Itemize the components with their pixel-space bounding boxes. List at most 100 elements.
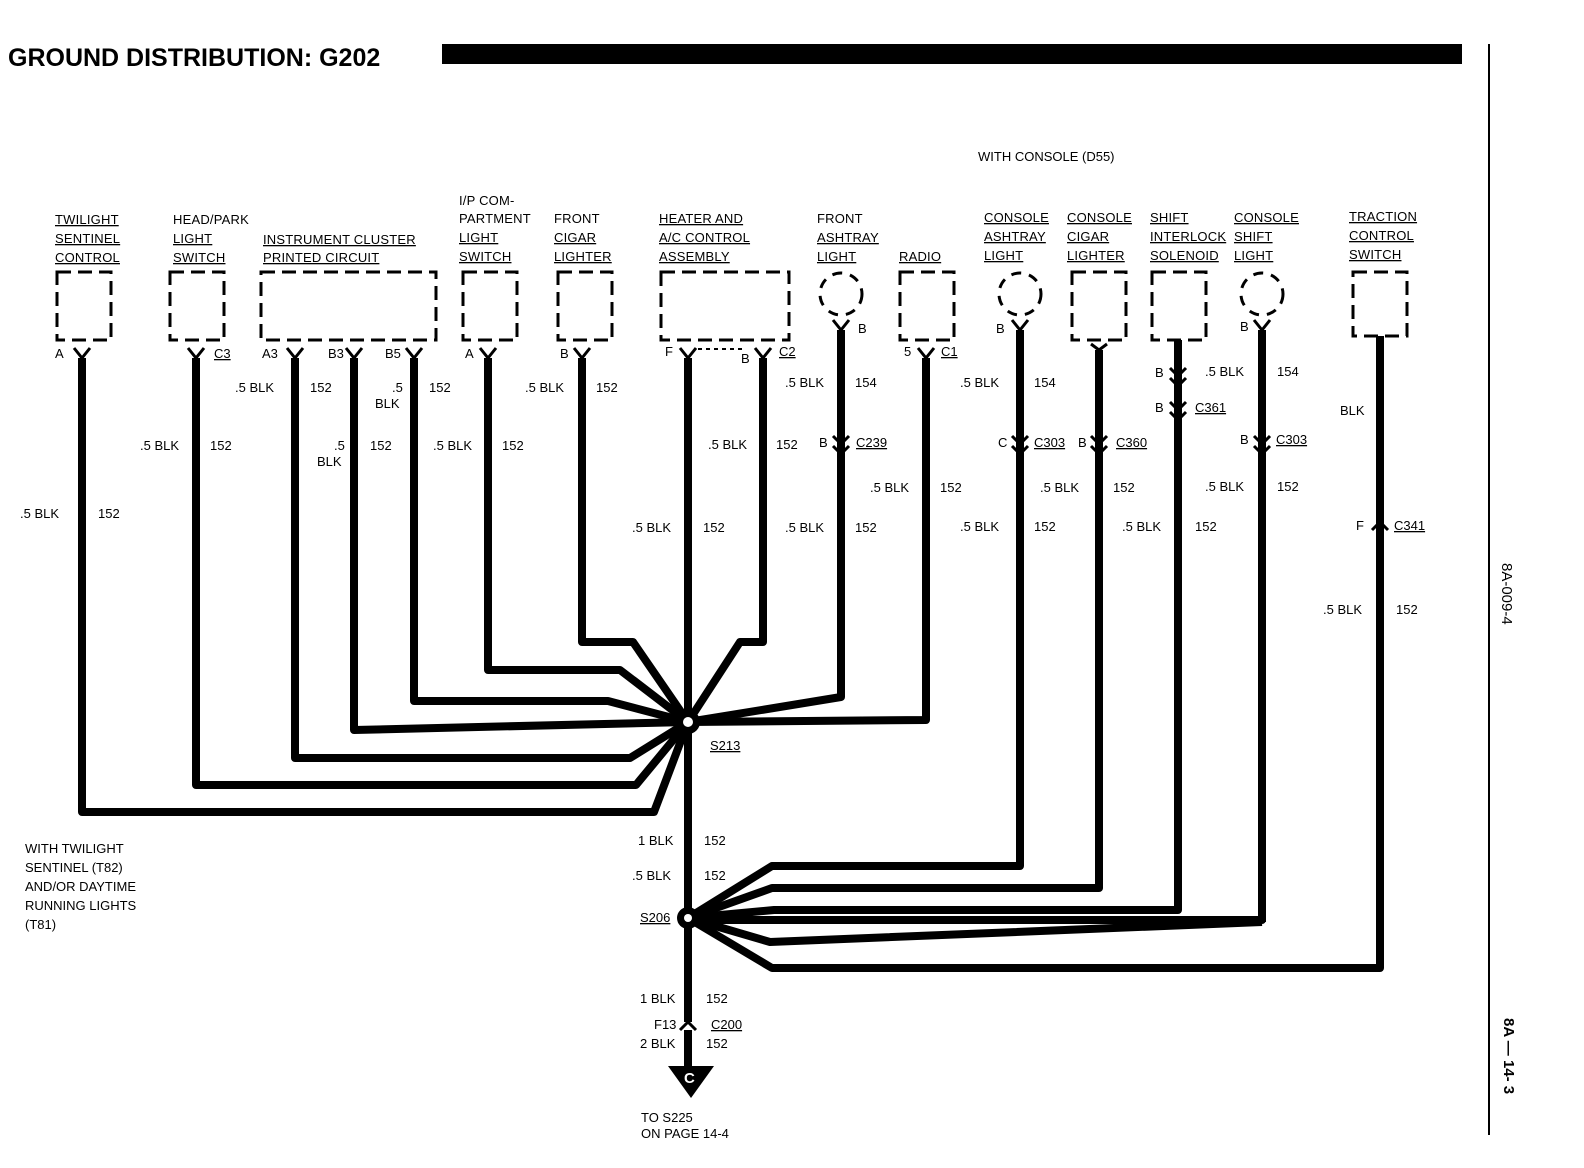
svg-text:152: 152 [776,437,798,452]
svg-text:A/C CONTROL: A/C CONTROL [659,230,750,245]
svg-text:WITH TWILIGHT: WITH TWILIGHT [25,841,124,856]
svg-text:152: 152 [1034,519,1056,534]
svg-text:CONSOLE: CONSOLE [1234,210,1299,225]
label-front-cigar-lighter: FRONT CIGAR LIGHTER [554,211,612,264]
svg-text:PRINTED CIRCUIT: PRINTED CIRCUIT [263,250,379,265]
side-code: 8A-009-4 [1498,563,1515,625]
label-console-shift-light: CONSOLE SHIFT LIGHT [1234,210,1299,263]
svg-text:(T81): (T81) [25,917,56,932]
svg-text:B: B [1155,365,1164,380]
svg-text:CONTROL: CONTROL [1349,228,1414,243]
svg-text:152: 152 [502,438,524,453]
page-number: 8A — 14- 3 [1500,1018,1517,1094]
svg-text:152: 152 [704,868,726,883]
svg-text:SENTINEL: SENTINEL [55,231,120,246]
svg-text:.5 BLK: .5 BLK [785,520,824,535]
svg-text:BLK: BLK [1340,403,1365,418]
svg-text:B: B [819,435,828,450]
svg-text:152: 152 [1277,479,1299,494]
svg-text:CONSOLE: CONSOLE [1067,210,1132,225]
svg-text:B: B [858,321,867,336]
svg-text:152: 152 [1396,602,1418,617]
svg-text:C303: C303 [1276,432,1307,447]
svg-text:RADIO: RADIO [899,249,941,264]
label-heater-ac-control: HEATER AND A/C CONTROL ASSEMBLY [659,211,750,264]
svg-text:BLK: BLK [375,396,400,411]
svg-text:C: C [998,435,1007,450]
pin-labels: A C3 A3 B3 B5 A B F B C2 B 5 C1 B B [55,319,1249,366]
svg-text:.5 BLK: .5 BLK [140,438,179,453]
label-console-ashtray-light: CONSOLE ASHTRAY LIGHT [984,210,1049,263]
svg-text:FRONT: FRONT [554,211,600,226]
s206-label: S206 [640,910,670,925]
svg-text:INSTRUMENT CLUSTER: INSTRUMENT CLUSTER [263,232,416,247]
svg-text:A3: A3 [262,346,278,361]
svg-text:AND/OR DAYTIME: AND/OR DAYTIME [25,879,136,894]
svg-text:152: 152 [940,480,962,495]
s213-label: S213 [710,738,740,753]
svg-text:LIGHT: LIGHT [817,249,856,264]
svg-text:F: F [1356,518,1364,533]
console-note: WITH CONSOLE (D55) [978,149,1115,164]
svg-text:B: B [1240,319,1249,334]
svg-text:C1: C1 [941,344,958,359]
svg-text:152: 152 [855,520,877,535]
svg-text:LIGHT: LIGHT [459,230,498,245]
svg-text:.5 BLK: .5 BLK [1122,519,1161,534]
svg-text:2 BLK: 2 BLK [640,1036,676,1051]
svg-text:RUNNING LIGHTS: RUNNING LIGHTS [25,898,137,913]
svg-text:.5 BLK: .5 BLK [1205,479,1244,494]
svg-text:152: 152 [596,380,618,395]
instrument-cluster-box [259,270,438,342]
label-ip-compartment-light-switch: I/P COM- PARTMENT LIGHT SWITCH [459,193,531,264]
svg-text:.5 BLK: .5 BLK [235,380,274,395]
svg-text:LIGHTER: LIGHTER [554,249,612,264]
svg-text:.5 BLK: .5 BLK [960,375,999,390]
svg-text:PARTMENT: PARTMENT [459,211,531,226]
svg-text:154: 154 [855,375,877,390]
svg-text:.5 BLK: .5 BLK [632,868,671,883]
svg-text:BLK: BLK [317,454,342,469]
svg-text:1 BLK: 1 BLK [638,833,674,848]
svg-text:B: B [1155,400,1164,415]
svg-text:.5 BLK: .5 BLK [525,380,564,395]
svg-text:.5 BLK: .5 BLK [708,437,747,452]
connector-labels: B C239 C C303 B C360 B B C361 B C303 F C… [654,365,1425,1032]
svg-text:.5 BLK: .5 BLK [20,506,59,521]
head-park-switch-box [168,270,226,342]
svg-text:LIGHT: LIGHT [173,231,212,246]
svg-text:152: 152 [703,520,725,535]
svg-text:ASSEMBLY: ASSEMBLY [659,249,730,264]
label-instrument-cluster: INSTRUMENT CLUSTER PRINTED CIRCUIT [263,232,416,265]
svg-text:.5 BLK: .5 BLK [1205,364,1244,379]
svg-text:.5: .5 [334,438,345,453]
svg-text:.5 BLK: .5 BLK [1040,480,1079,495]
svg-text:F13: F13 [654,1017,676,1032]
svg-text:SWITCH: SWITCH [173,250,225,265]
svg-text:154: 154 [1277,364,1299,379]
svg-text:CONTROL: CONTROL [55,250,120,265]
label-head-park-light-switch: HEAD/PARK LIGHT SWITCH [173,212,249,265]
svg-text:154: 154 [1034,375,1056,390]
svg-text:LIGHT: LIGHT [1234,248,1273,263]
svg-text:.5: .5 [392,380,403,395]
svg-text:F: F [665,344,673,359]
label-traction-control-switch: TRACTION CONTROL SWITCH [1349,209,1417,262]
svg-text:LIGHT: LIGHT [984,248,1023,263]
svg-text:C303: C303 [1034,435,1065,450]
svg-text:B: B [741,351,750,366]
svg-text:SHIFT: SHIFT [1234,229,1273,244]
traction-control-switch-box [1351,270,1409,338]
svg-text:152: 152 [370,438,392,453]
svg-text:CIGAR: CIGAR [554,230,596,245]
svg-text:CIGAR: CIGAR [1067,229,1109,244]
svg-text:152: 152 [310,380,332,395]
ground-symbol [668,1066,714,1098]
svg-text:ASHTRAY: ASHTRAY [817,230,879,245]
svg-text:ASHTRAY: ASHTRAY [984,229,1046,244]
svg-text:.5 BLK: .5 BLK [1323,602,1362,617]
svg-text:152: 152 [1195,519,1217,534]
svg-text:HEAD/PARK: HEAD/PARK [173,212,249,227]
svg-text:FRONT: FRONT [817,211,863,226]
front-cigar-lighter-box [556,270,614,342]
